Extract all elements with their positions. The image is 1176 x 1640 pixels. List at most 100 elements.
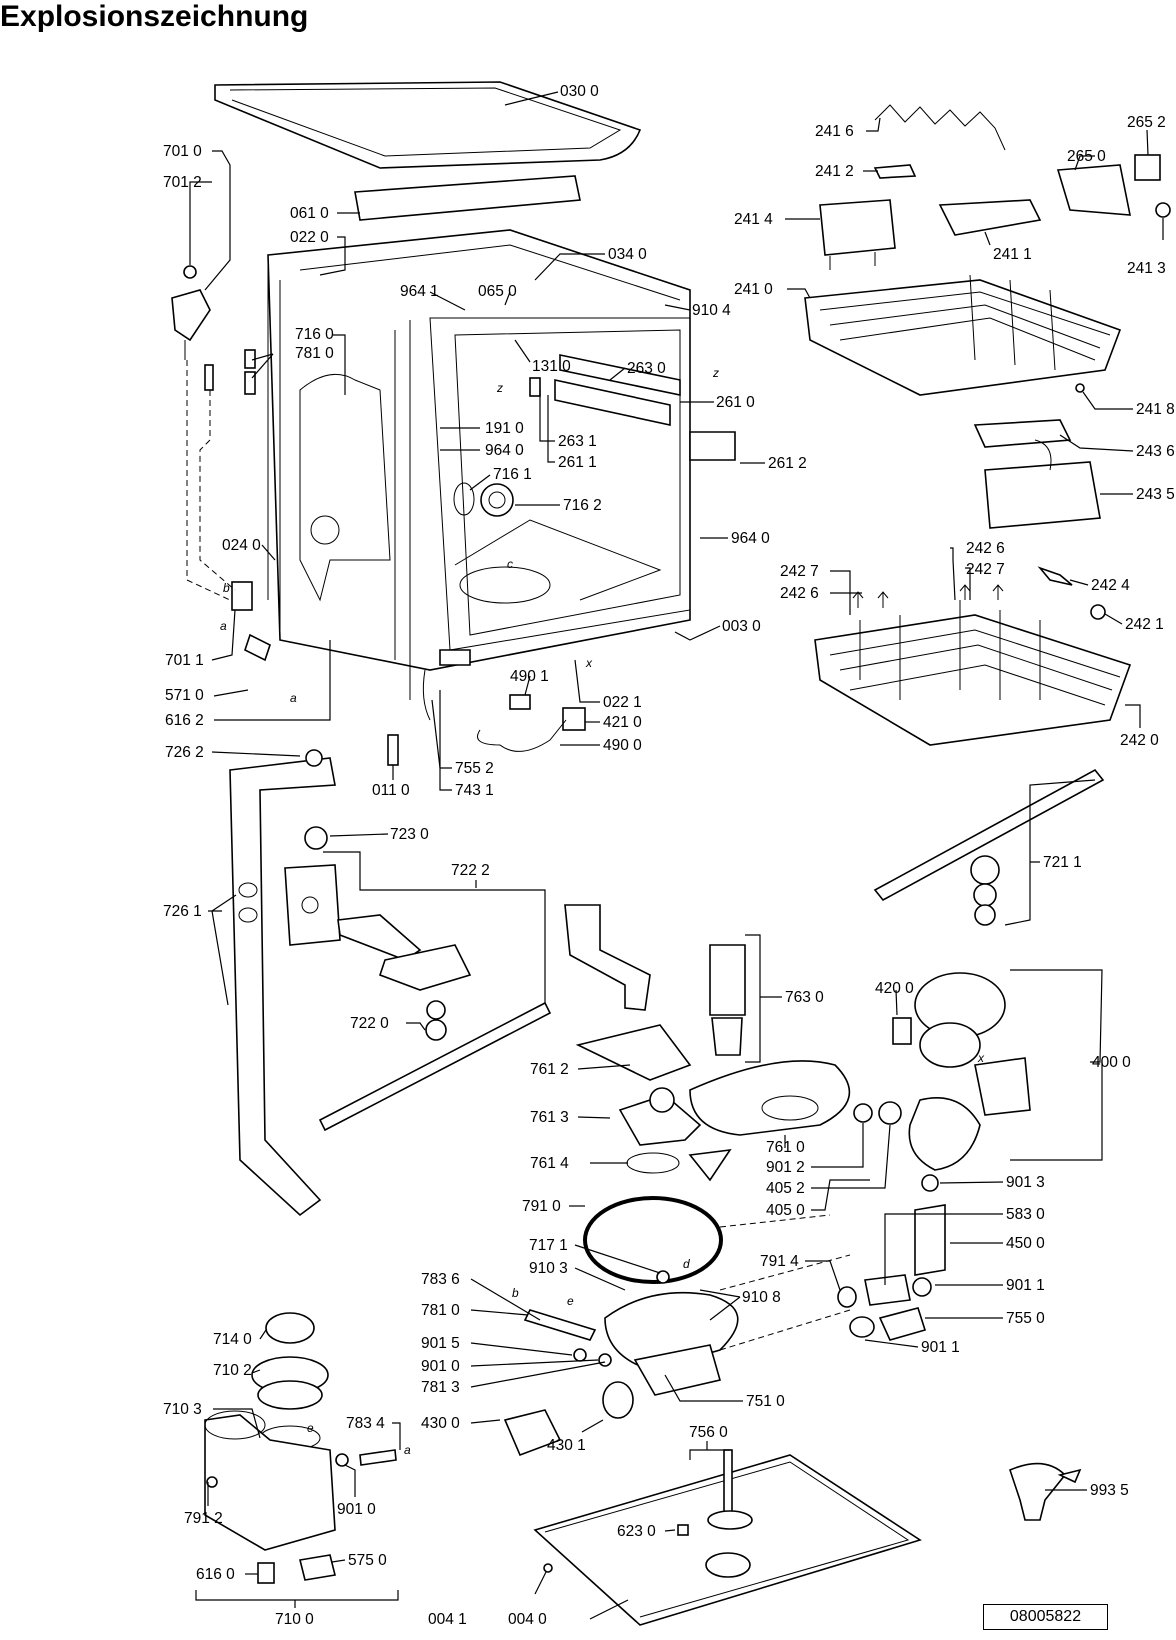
part-label: 490 1 xyxy=(510,668,549,685)
letter-mark: x xyxy=(977,1051,985,1065)
part-label: 241 6 xyxy=(815,123,854,140)
page-title: Explosionszeichnung xyxy=(0,0,309,33)
part-label: 490 0 xyxy=(603,737,642,754)
cabinet-frame-drawing xyxy=(267,229,736,700)
part-label: 901 3 xyxy=(1006,1174,1045,1191)
base-plate-drawing xyxy=(533,1449,922,1626)
part-label: 265 2 xyxy=(1127,114,1166,131)
letter-mark: z xyxy=(712,366,719,380)
part-label: 242 7 xyxy=(780,563,819,580)
part-label: 261 0 xyxy=(716,394,755,411)
part-label: 243 5 xyxy=(1136,486,1175,503)
part-label: 717 1 xyxy=(529,1237,568,1254)
upper-basket-drawing xyxy=(804,104,1171,529)
letter-mark: c xyxy=(507,557,513,571)
part-label: 901 2 xyxy=(766,1159,805,1176)
letter-mark: b xyxy=(512,1286,519,1300)
part-label: 791 0 xyxy=(522,1198,561,1215)
part-label: 716 0 xyxy=(295,326,334,343)
part-label: 901 0 xyxy=(421,1358,460,1375)
part-label: 722 0 xyxy=(350,1015,389,1032)
part-label: 242 4 xyxy=(1091,577,1130,594)
letter-mark: x xyxy=(585,656,593,670)
part-label: 901 0 xyxy=(337,1501,376,1518)
part-label: 242 6 xyxy=(966,540,1005,557)
part-label: 450 0 xyxy=(1006,1235,1045,1252)
part-label: 263 1 xyxy=(558,433,597,450)
part-label: 723 0 xyxy=(390,826,429,843)
part-label: 761 0 xyxy=(766,1139,805,1156)
part-label: 761 4 xyxy=(530,1155,569,1172)
part-label: 726 2 xyxy=(165,744,204,761)
pump-motor-drawing xyxy=(853,972,1031,1171)
part-label: 710 0 xyxy=(275,1611,314,1628)
letter-mark: a xyxy=(404,1443,411,1457)
part-label: 011 0 xyxy=(372,782,410,799)
part-label: 571 0 xyxy=(165,687,204,704)
part-label: 721 1 xyxy=(1043,854,1082,871)
part-label: 405 2 xyxy=(766,1180,805,1197)
part-label: 726 1 xyxy=(163,903,202,920)
part-label: 763 0 xyxy=(785,989,824,1006)
letter-mark: b xyxy=(223,581,230,595)
part-label: 191 0 xyxy=(485,420,524,437)
part-label: 716 2 xyxy=(563,497,602,514)
part-label: 061 0 xyxy=(290,205,329,222)
part-label: 783 6 xyxy=(421,1271,460,1288)
part-label: 241 4 xyxy=(734,211,773,228)
part-label: 710 3 xyxy=(163,1401,202,1418)
part-label: 263 0 xyxy=(627,360,666,377)
part-label: 964 0 xyxy=(731,530,770,547)
part-label: 004 0 xyxy=(508,1611,547,1628)
part-label: 756 0 xyxy=(689,1424,728,1441)
water-pipe-drawing xyxy=(229,749,336,1217)
part-label: 242 6 xyxy=(780,585,819,602)
part-label: 242 0 xyxy=(1120,732,1159,749)
drain-pump-drawing xyxy=(837,1174,946,1341)
part-labels: 030 0 701 0 701 2 061 0 022 0 034 0 964 … xyxy=(163,83,1175,1628)
part-label: 761 2 xyxy=(530,1061,569,1078)
part-label: 701 1 xyxy=(165,652,204,669)
part-label: 131 0 xyxy=(532,358,571,375)
part-label: 265 0 xyxy=(1067,148,1106,165)
part-label: 022 0 xyxy=(290,229,329,246)
letter-mark: z xyxy=(496,381,503,395)
part-label: 022 1 xyxy=(603,694,642,711)
part-label: 722 2 xyxy=(451,862,490,879)
part-label: 964 0 xyxy=(485,442,524,459)
part-label: 241 3 xyxy=(1127,260,1166,277)
part-label: 701 0 xyxy=(163,143,202,160)
letter-mark: a xyxy=(290,691,297,705)
letter-mark: e xyxy=(307,1421,314,1435)
part-label: 241 1 xyxy=(993,246,1032,263)
part-label: 623 0 xyxy=(617,1523,656,1540)
part-label: 024 0 xyxy=(222,537,261,554)
part-label: 065 0 xyxy=(478,283,517,300)
part-label: 755 0 xyxy=(1006,1310,1045,1327)
part-label: 710 2 xyxy=(213,1362,252,1379)
part-label: 910 3 xyxy=(529,1260,568,1277)
center-pipe-drawing xyxy=(564,904,851,1182)
part-label: 261 1 xyxy=(558,454,597,471)
funnel-drawing xyxy=(1009,1462,1082,1521)
part-label: 400 0 xyxy=(1092,1054,1131,1071)
letter-mark: a xyxy=(220,619,227,633)
upper-spray-arm-drawing xyxy=(873,768,1105,926)
door-lock-parts-drawing xyxy=(171,265,271,662)
letter-mark: d xyxy=(683,1257,690,1271)
part-label: 616 2 xyxy=(165,712,204,729)
part-label: 243 6 xyxy=(1136,443,1175,460)
part-label: 004 1 xyxy=(428,1611,467,1628)
leader-lines xyxy=(189,91,1164,1620)
part-label: 583 0 xyxy=(1006,1206,1045,1223)
part-label: 420 0 xyxy=(875,980,914,997)
part-label: 405 0 xyxy=(766,1202,805,1219)
part-label: 241 8 xyxy=(1136,401,1175,418)
document-number-box: 08005822 xyxy=(983,1604,1108,1630)
part-label: 242 7 xyxy=(966,561,1005,578)
part-label: 791 2 xyxy=(184,1510,223,1527)
part-label: 783 4 xyxy=(346,1415,385,1432)
lower-basket-drawing xyxy=(814,566,1132,746)
part-label: 242 1 xyxy=(1125,616,1164,633)
part-label: 781 3 xyxy=(421,1379,460,1396)
